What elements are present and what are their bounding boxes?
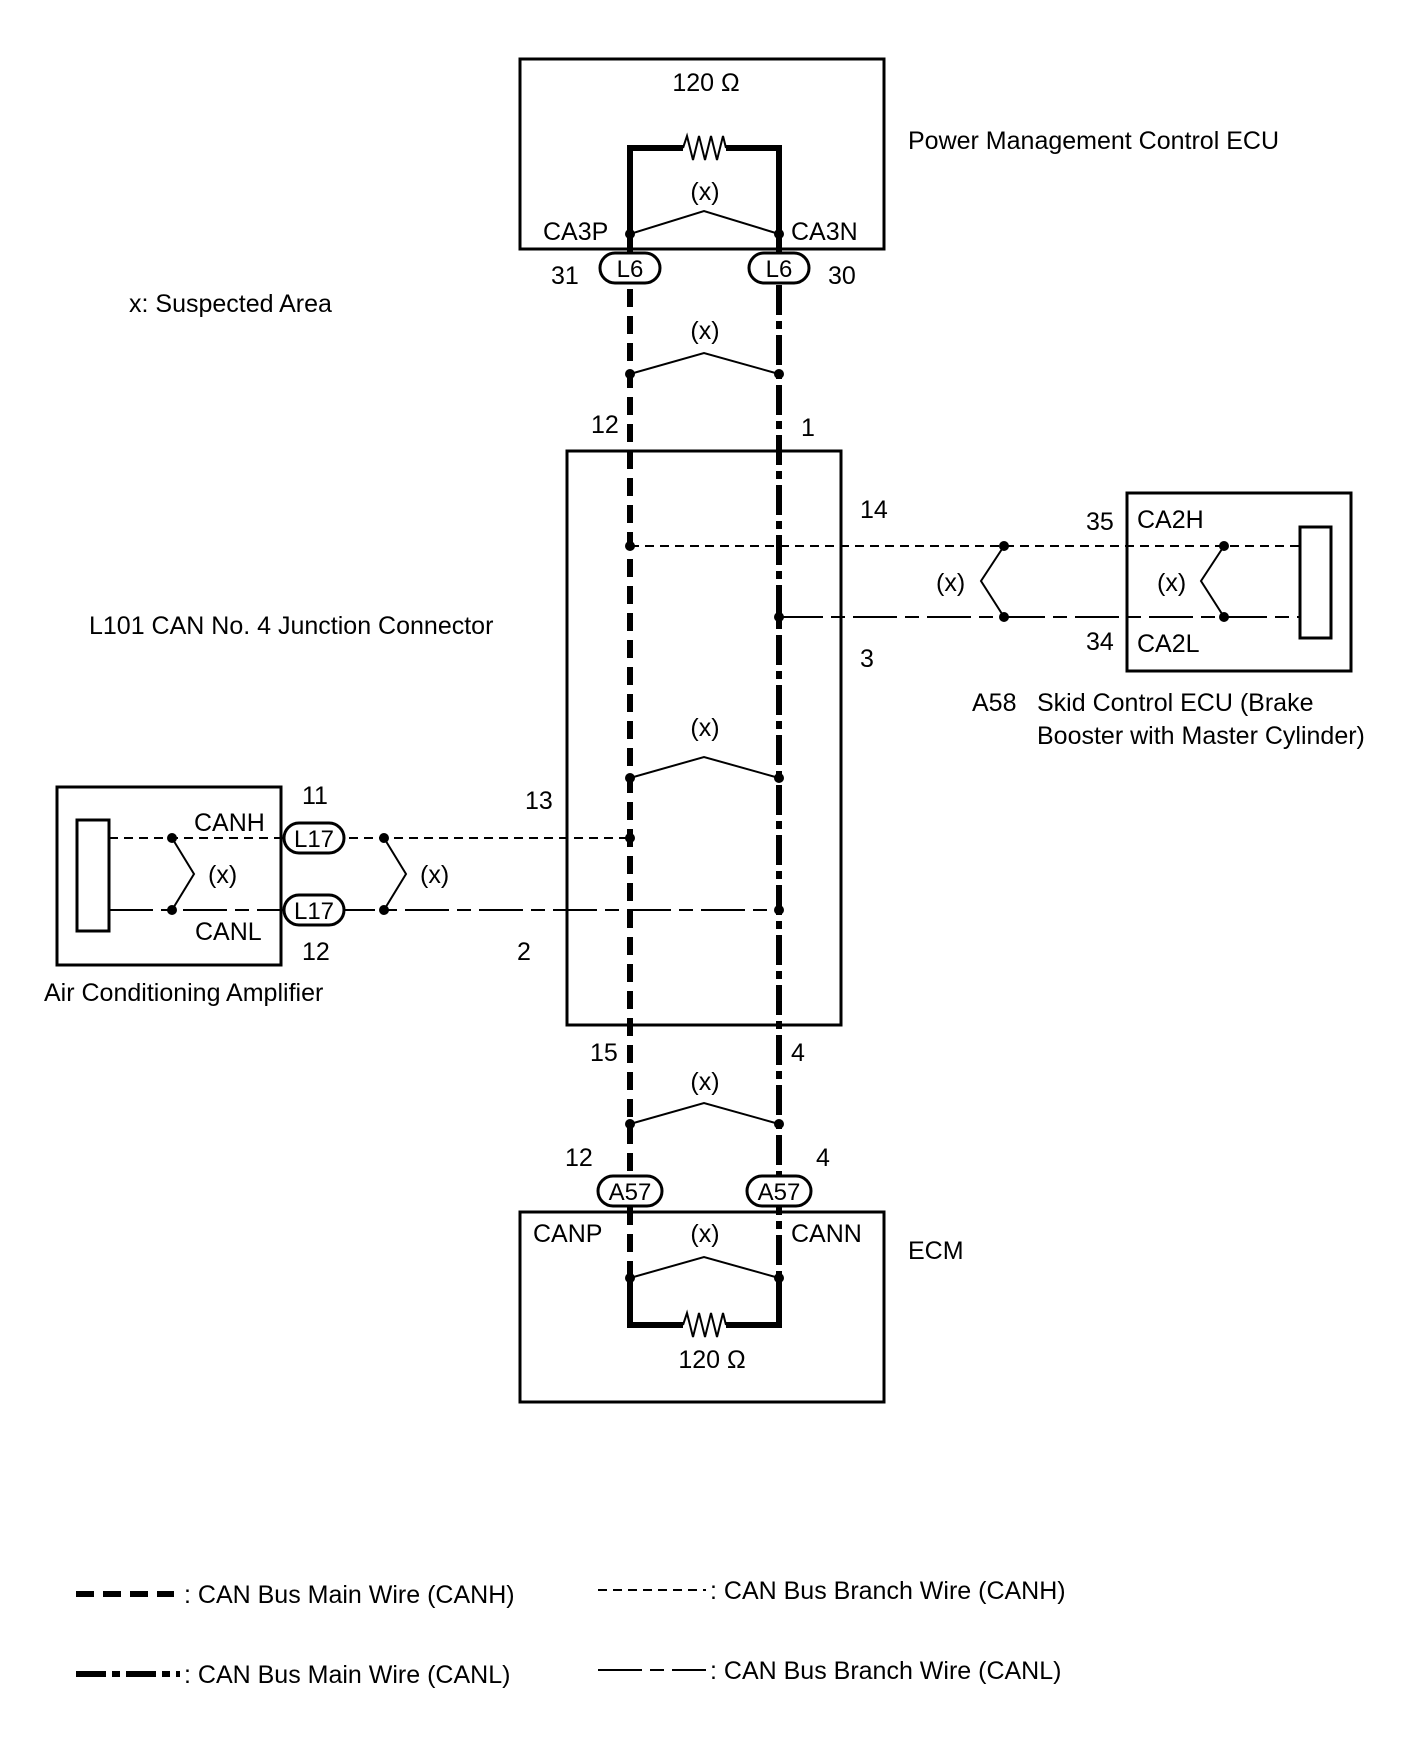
suspect-label: (x) — [690, 714, 719, 742]
suspect-label: (x) — [936, 569, 965, 597]
pin-number: 11 — [302, 782, 328, 810]
ac-amp-box — [55, 785, 283, 967]
suspect-ecm-internal — [625, 1255, 784, 1283]
pin-number: 4 — [816, 1144, 830, 1172]
pin-label: CA2L — [1137, 630, 1200, 658]
suspect-ecm-harness — [625, 1101, 784, 1129]
connector-pill: A57 — [596, 1174, 664, 1208]
pin-number: 3 — [860, 645, 874, 673]
connector-pill: L17 — [282, 821, 346, 855]
suspect-label: (x) — [690, 1220, 719, 1248]
ecm-box — [518, 1210, 886, 1404]
ecm-title: ECM — [908, 1237, 964, 1265]
pin-number: 35 — [1086, 508, 1114, 536]
skid-ecu-title-line1: Skid Control ECU (Brake — [1037, 689, 1313, 717]
skid-ecu-code: A58 — [972, 689, 1016, 717]
legend-label: : CAN Bus Branch Wire (CANH) — [710, 1577, 1066, 1605]
pin-label: CA2H — [1137, 506, 1204, 534]
pin-number: 30 — [828, 262, 856, 290]
legend-label: : CAN Bus Main Wire (CANH) — [184, 1581, 515, 1609]
pin-number: 12 — [302, 938, 330, 966]
ac-amp-component — [75, 818, 111, 933]
junction-tap-skid-h — [625, 541, 635, 551]
pin-number: 34 — [1086, 628, 1114, 656]
pin-number: 15 — [590, 1039, 618, 1067]
suspect-ac-internal — [167, 833, 196, 915]
junction-connector-title: L101 CAN No. 4 Junction Connector — [89, 612, 493, 640]
junction-tap-ac-l — [774, 905, 784, 915]
ac-amp-title: Air Conditioning Amplifier — [44, 979, 323, 1007]
suspect-ac-harness — [379, 833, 408, 915]
legend: : CAN Bus Main Wire (CANH) : CAN Bus Mai… — [76, 1577, 1066, 1689]
pmc-ecu-box — [518, 57, 886, 251]
pin-number: 12 — [591, 411, 619, 439]
junction-tap-skid-l — [774, 612, 784, 622]
ecm-resistor-value: 120 Ω — [678, 1346, 745, 1374]
connector-label: A57 — [609, 1179, 652, 1206]
pin-number: 13 — [525, 787, 553, 815]
pin-label: CANH — [194, 809, 265, 837]
connector-label: L6 — [766, 256, 793, 283]
legend-label: : CAN Bus Branch Wire (CANL) — [710, 1657, 1061, 1685]
pin-number: 31 — [551, 262, 579, 290]
pin-number: 4 — [791, 1039, 805, 1067]
connector-label: L17 — [294, 826, 334, 853]
pin-number: 12 — [565, 1144, 593, 1172]
connector-label: L6 — [617, 256, 644, 283]
suspect-junction — [625, 755, 784, 783]
suspect-label: (x) — [1157, 569, 1186, 597]
pin-number: 14 — [860, 496, 888, 524]
suspect-skid-internal — [1199, 541, 1229, 622]
pin-label: CANP — [533, 1220, 602, 1248]
connector-label: L17 — [294, 898, 334, 925]
pmc-termination — [627, 132, 782, 235]
skid-ecu-box — [1125, 491, 1353, 673]
ecm-termination — [627, 1278, 782, 1338]
junction-tap-ac-h — [625, 833, 635, 843]
suspect-pmc-harness — [625, 351, 784, 379]
suspected-area-note: x: Suspected Area — [129, 290, 332, 318]
pmc-resistor-value: 120 Ω — [672, 69, 739, 97]
pin-label: CANL — [195, 918, 262, 946]
pin-label: CANN — [791, 1220, 862, 1248]
pin-number: 2 — [517, 938, 531, 966]
legend-label: : CAN Bus Main Wire (CANL) — [184, 1661, 510, 1689]
suspect-label: (x) — [420, 861, 449, 889]
suspect-label: (x) — [690, 1068, 719, 1096]
pin-label: CA3N — [791, 218, 858, 246]
connector-pill: L6 — [747, 251, 811, 285]
connector-label: A57 — [758, 1179, 801, 1206]
connector-pill: L17 — [282, 893, 346, 927]
pmc-ecu-title: Power Management Control ECU — [908, 127, 1279, 155]
skid-ecu-title-line2: Booster with Master Cylinder) — [1037, 722, 1365, 750]
suspect-skid-harness — [979, 541, 1009, 622]
suspect-label: (x) — [690, 178, 719, 206]
connector-pill: A57 — [745, 1174, 813, 1208]
pin-label: CA3P — [543, 218, 608, 246]
skid-ecu-component — [1298, 525, 1333, 640]
junction-connector-box — [565, 449, 843, 1027]
suspect-label: (x) — [208, 861, 237, 889]
suspect-label: (x) — [690, 317, 719, 345]
suspect-pmc-internal — [625, 209, 784, 239]
pin-number: 1 — [801, 414, 815, 442]
connector-pill: L6 — [598, 251, 662, 285]
